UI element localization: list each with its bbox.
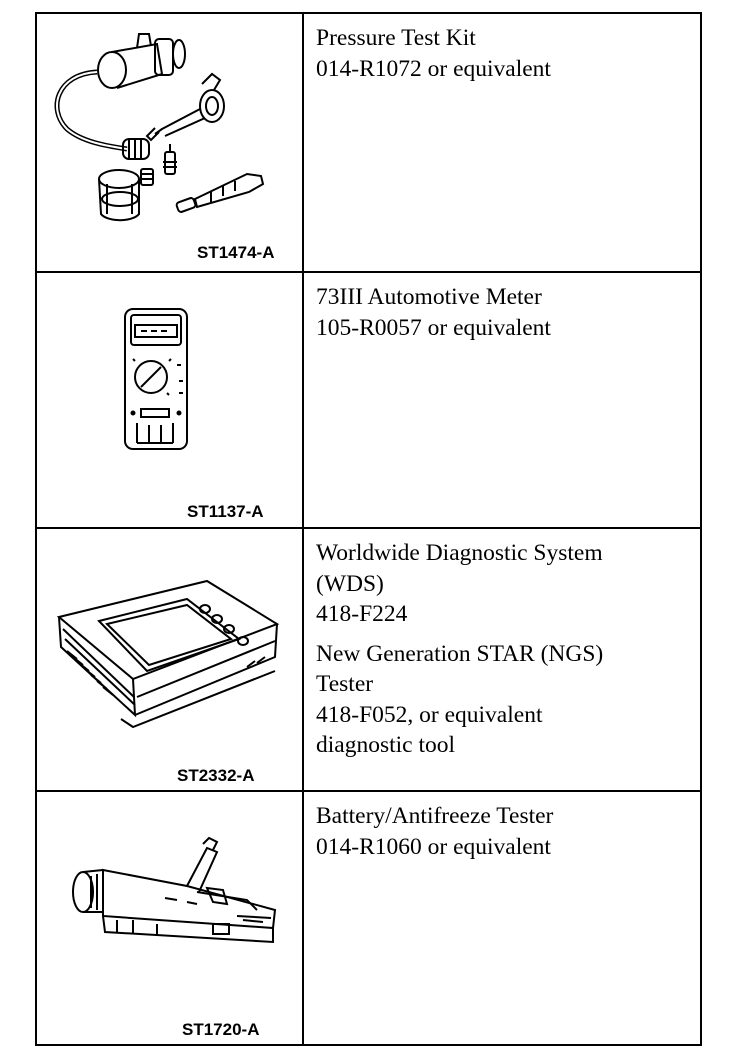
- tool-part-number: 014-R1072 or equivalent: [316, 55, 551, 82]
- tool-block-ngs: New Generation STAR (NGS) Tester 418-F05…: [316, 639, 692, 761]
- special-tools-table: ST1474-A Pressure Test Kit 014-R1072 or …: [35, 12, 702, 1046]
- tool-description: 73III Automotive Meter 105-R0057 or equi…: [316, 282, 692, 343]
- tool-image-cell: ST1720-A: [37, 792, 304, 1044]
- tool-row-diagnostic-system: ST2332-A Worldwide Diagnostic System (WD…: [37, 527, 700, 790]
- tool-image-cell: ST1474-A: [37, 14, 304, 271]
- tool-name: Pressure Test Kit: [316, 25, 476, 51]
- diagnostic-system-icon: [37, 529, 304, 792]
- tool-description: Worldwide Diagnostic System (WDS) 418-F2…: [316, 538, 692, 770]
- tool-name: Tester: [316, 671, 374, 697]
- tool-name: diagnostic tool: [316, 732, 456, 758]
- tool-name: Battery/Antifreeze Tester: [316, 803, 554, 829]
- tool-row-pressure-test-kit: ST1474-A Pressure Test Kit 014-R1072 or …: [37, 14, 700, 271]
- tool-name: 73III Automotive Meter: [316, 284, 542, 310]
- tool-image-cell: ST1137-A: [37, 273, 304, 527]
- tool-part-number: 418-F224: [316, 601, 408, 627]
- tool-row-automotive-meter: ST1137-A 73III Automotive Meter 105-R005…: [37, 271, 700, 527]
- tool-description: Battery/Antifreeze Tester 014-R1060 or e…: [316, 801, 692, 862]
- tool-name: (WDS): [316, 570, 384, 597]
- tool-code: ST1720-A: [182, 1020, 260, 1039]
- battery-antifreeze-tester-icon: [37, 792, 304, 1046]
- pressure-test-kit-icon: [37, 14, 304, 271]
- tool-row-battery-antifreeze-tester: ST1720-A Battery/Antifreeze Tester 014-R…: [37, 790, 700, 1044]
- tool-description: Pressure Test Kit 014-R1072 or equivalen…: [316, 23, 692, 84]
- tool-code: ST2332-A: [177, 766, 255, 785]
- tool-part-number: 418-F052, or equivalent: [316, 701, 543, 728]
- tool-name: New Generation STAR (NGS): [316, 640, 604, 667]
- tool-part-number: 105-R0057 or equivalent: [316, 314, 551, 341]
- tool-image-cell: ST2332-A: [37, 529, 304, 790]
- tool-part-number: 014-R1060 or equivalent: [316, 833, 551, 860]
- tool-name: Worldwide Diagnostic System: [316, 540, 603, 566]
- automotive-meter-icon: [37, 273, 304, 529]
- tool-code: ST1474-A: [197, 243, 275, 262]
- tool-block-wds: Worldwide Diagnostic System (WDS) 418-F2…: [316, 538, 692, 630]
- tool-code: ST1137-A: [187, 502, 264, 521]
